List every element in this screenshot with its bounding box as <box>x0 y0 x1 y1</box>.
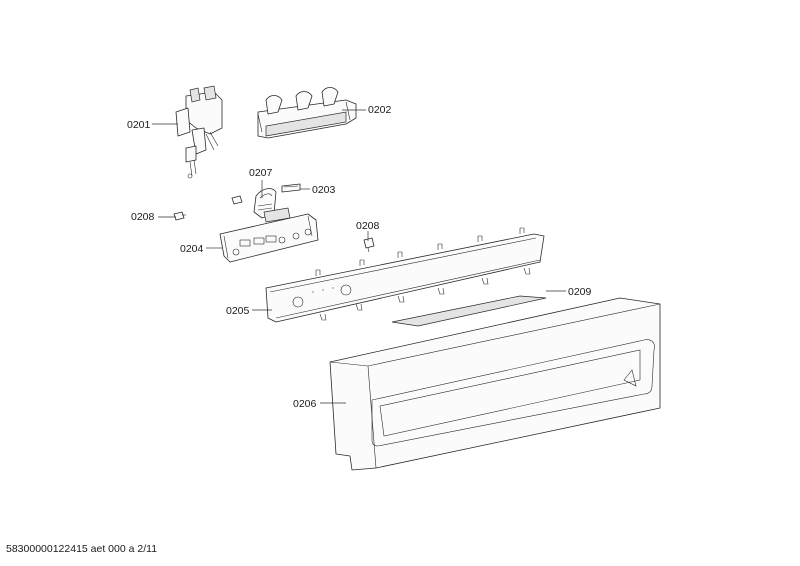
part-0201-door-lock <box>175 85 223 179</box>
label-0207: 0207 <box>249 167 273 179</box>
document-reference: 58300000122415 aet 000 a 2/11 <box>6 543 158 555</box>
label-0206: 0206 <box>293 398 317 410</box>
label-0201: 0201 <box>127 119 151 131</box>
leader-lines <box>152 109 566 404</box>
label-0205: 0205 <box>226 305 250 317</box>
label-0209: 0209 <box>568 286 592 298</box>
part-0208-screw-right <box>363 237 375 253</box>
part-0207-ribbon-cable <box>253 188 291 223</box>
part-0203-cable-connector <box>281 183 301 193</box>
part-0208-screw-small <box>231 195 243 205</box>
label-0208-right: 0208 <box>356 220 380 232</box>
part-0208-screw-left <box>173 211 186 221</box>
label-0203: 0203 <box>312 184 336 196</box>
label-0202: 0202 <box>368 104 392 116</box>
part-0204-control-board <box>219 213 319 263</box>
part-0209-display-strip <box>391 295 547 327</box>
label-0208-left: 0208 <box>131 211 155 223</box>
part-0202-door-handle <box>257 87 357 139</box>
label-0204: 0204 <box>180 243 204 255</box>
part-0206-front-panel <box>329 297 661 471</box>
part-0205-control-panel <box>265 227 545 323</box>
